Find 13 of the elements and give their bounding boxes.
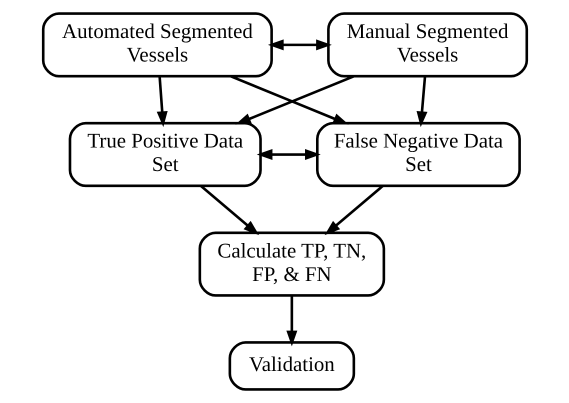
arrow — [416, 76, 427, 128]
arrow — [286, 296, 297, 346]
arrow — [156, 76, 168, 128]
node-box: False Negative Data Set — [316, 122, 520, 188]
arrow — [200, 184, 259, 236]
arrow — [256, 149, 320, 160]
node-box: Calculate TP, TN, FP, & FN — [198, 232, 385, 297]
node-box: Validation — [228, 341, 355, 391]
node-box: Automated Segmented Vessels — [41, 12, 272, 78]
node-box: True Positive Data Set — [68, 122, 262, 188]
arrow — [324, 184, 384, 236]
arrow — [267, 39, 332, 50]
node-box: Manual Segmented Vessels — [326, 12, 528, 78]
